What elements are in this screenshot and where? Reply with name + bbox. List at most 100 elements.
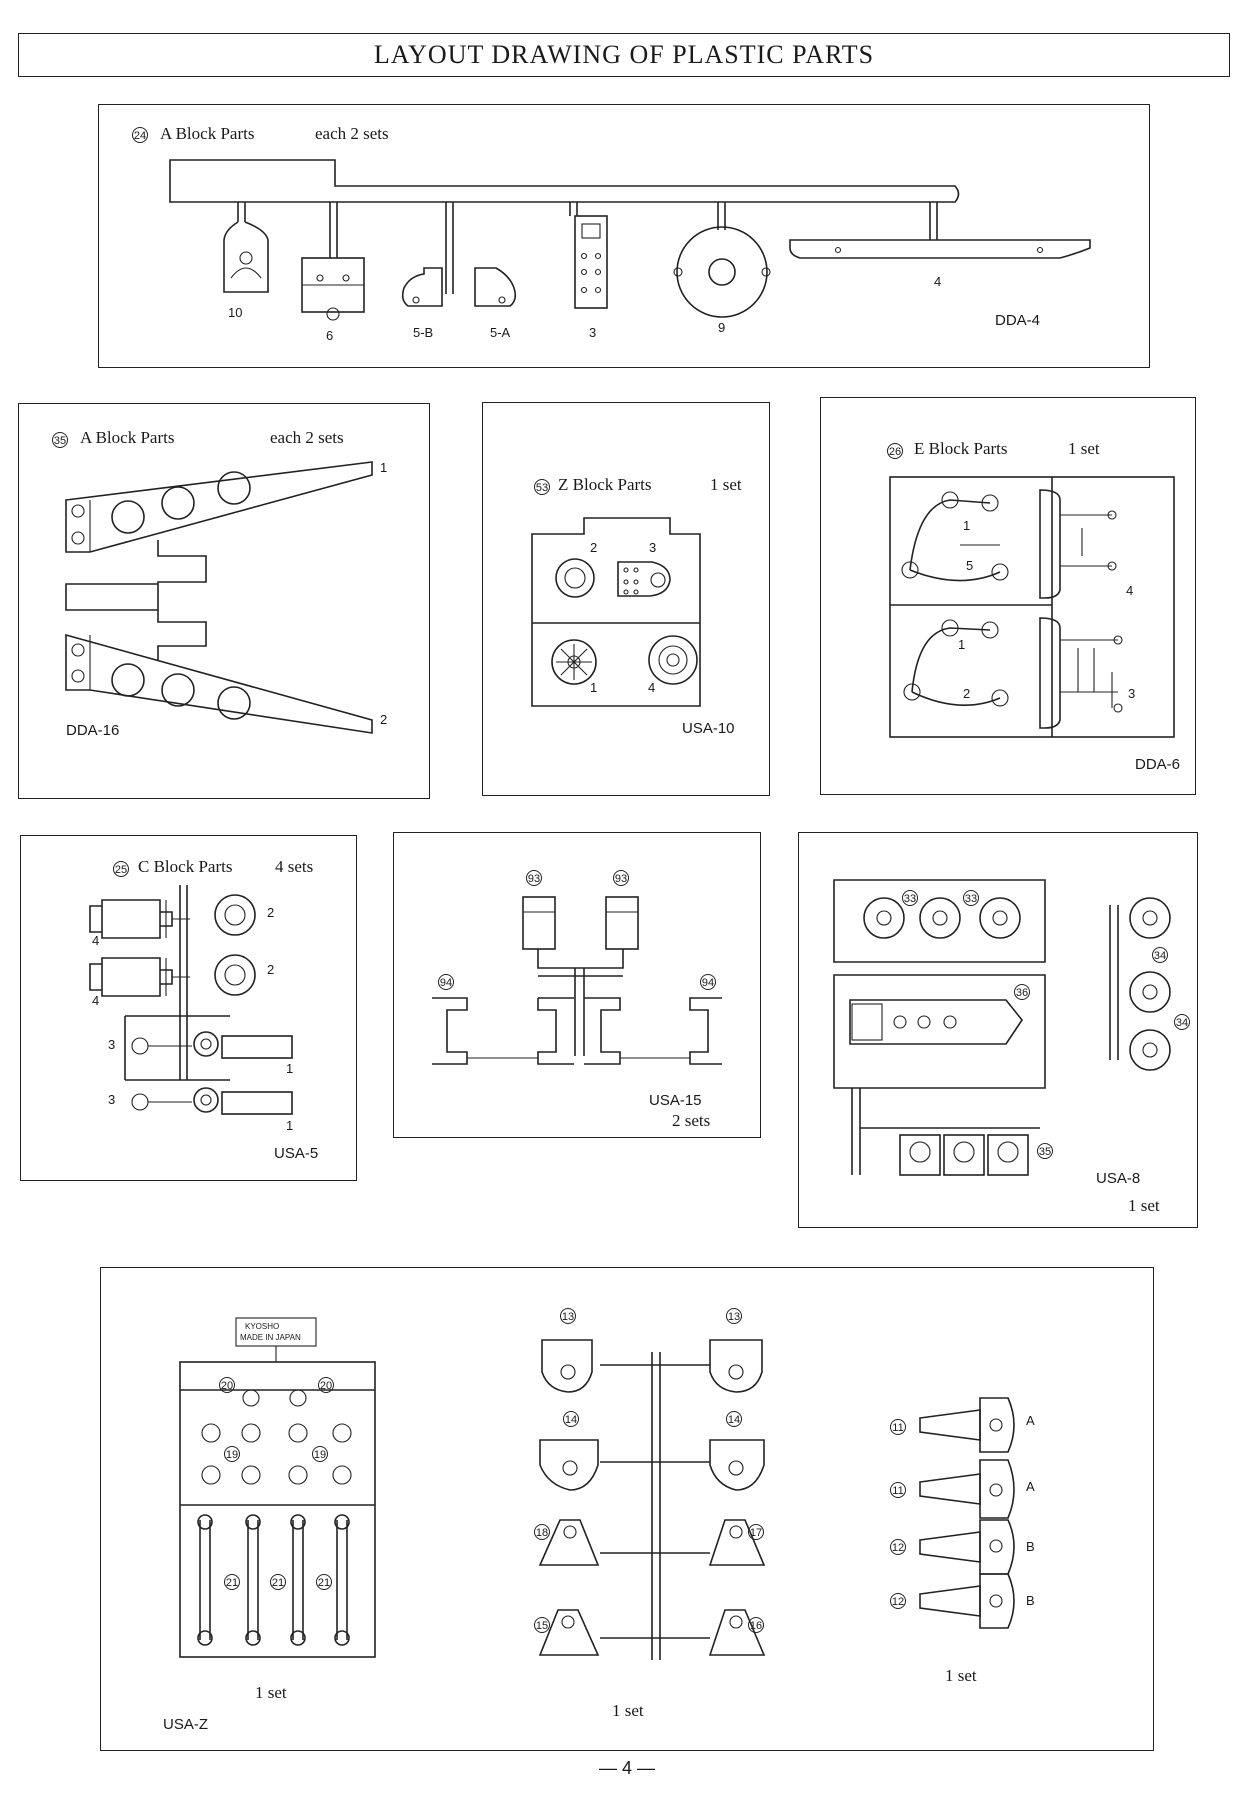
- badge-21-b: 21: [270, 1574, 286, 1590]
- a24-part-10: 10: [228, 305, 243, 320]
- e26-qty: 1 set: [1068, 439, 1100, 458]
- usaz-letter-b2: B: [1026, 1593, 1035, 1608]
- badge-13-left: 13: [560, 1308, 576, 1324]
- z53-qty: 1 set: [710, 475, 742, 494]
- usa15-code: USA-15: [649, 1092, 702, 1109]
- e26-part-1a: 1: [963, 518, 971, 533]
- badge-94-right: 94: [700, 974, 716, 990]
- panel-c-block-25: [20, 835, 357, 1181]
- z53-part-4: 4: [648, 680, 656, 695]
- a24-code: DDA-4: [995, 312, 1041, 329]
- a24-part-6: 6: [326, 328, 334, 343]
- badge-17: 17: [748, 1524, 764, 1540]
- c25-qty: 4 sets: [275, 857, 314, 876]
- c25-code: USA-5: [274, 1145, 319, 1162]
- badge-53: 53: [534, 479, 550, 495]
- e26-part-2: 2: [963, 686, 971, 701]
- badge-93-left: 93: [526, 870, 542, 886]
- badge-12-b: 12: [890, 1593, 906, 1609]
- e26-name: E Block Parts: [914, 439, 1008, 458]
- z53-part-3: 3: [649, 540, 657, 555]
- page-title: LAYOUT DRAWING OF PLASTIC PARTS: [18, 33, 1230, 77]
- badge-11-a: 11: [890, 1419, 906, 1435]
- a35-qty: each 2 sets: [270, 428, 344, 447]
- usaz-stamp-1: KYOSHO: [245, 1322, 280, 1331]
- badge-20-left: 20: [219, 1377, 235, 1393]
- badge-34-bottom: 34: [1174, 1014, 1190, 1030]
- a24-qty: each 2 sets: [315, 124, 389, 143]
- usa15-qty: 2 sets: [672, 1111, 711, 1130]
- a35-name: A Block Parts: [80, 428, 175, 447]
- z53-name: Z Block Parts: [558, 475, 652, 494]
- badge-19-left: 19: [224, 1446, 240, 1462]
- c25-part-2b: 2: [267, 962, 275, 977]
- badge-26: 26: [887, 443, 903, 459]
- z53-part-1: 1: [590, 680, 598, 695]
- badge-25: 25: [113, 861, 129, 877]
- usaz-qty-left: 1 set: [255, 1683, 287, 1702]
- c25-part-3b: 3: [108, 1092, 116, 1107]
- badge-24: 24: [132, 127, 148, 143]
- z53-part-2: 2: [590, 540, 598, 555]
- e26-part-5: 5: [966, 558, 974, 573]
- c25-part-2a: 2: [267, 905, 275, 920]
- badge-21-a: 21: [224, 1574, 240, 1590]
- panel-usa-15: [393, 832, 761, 1138]
- badge-21-c: 21: [316, 1574, 332, 1590]
- z53-code: USA-10: [682, 720, 735, 737]
- panel-usa-z: [100, 1267, 1154, 1751]
- badge-36: 36: [1014, 984, 1030, 1000]
- badge-15: 15: [534, 1617, 550, 1633]
- usaz-code: USA-Z: [163, 1716, 208, 1733]
- badge-11-b: 11: [890, 1482, 906, 1498]
- c25-part-1b: 1: [286, 1118, 294, 1133]
- a35-part-1: 1: [380, 460, 388, 475]
- c25-part-4b: 4: [92, 993, 100, 1008]
- usaz-letter-a2: A: [1026, 1479, 1035, 1494]
- badge-19-right: 19: [312, 1446, 328, 1462]
- usaz-qty-mid: 1 set: [612, 1701, 644, 1720]
- c25-part-4a: 4: [92, 933, 100, 948]
- badge-94-left: 94: [438, 974, 454, 990]
- panel-z-block-53: [482, 402, 770, 796]
- badge-13-right: 13: [726, 1308, 742, 1324]
- panel-usa-8: [798, 832, 1198, 1228]
- page-number: — 4 —: [598, 1758, 655, 1778]
- badge-33-right: 33: [963, 890, 979, 906]
- a24-part-5b: 5-B: [413, 325, 434, 340]
- e26-part-3: 3: [1128, 686, 1136, 701]
- panel-a-block-24: [98, 104, 1150, 368]
- badge-14-right: 14: [726, 1411, 742, 1427]
- usaz-letter-b1: B: [1026, 1539, 1035, 1554]
- badge-35-usa8: 35: [1037, 1143, 1053, 1159]
- e26-part-1b: 1: [958, 637, 966, 652]
- e26-part-4: 4: [1126, 583, 1134, 598]
- a35-code: DDA-16: [66, 722, 120, 739]
- badge-14-left: 14: [563, 1411, 579, 1427]
- usa8-qty: 1 set: [1128, 1196, 1160, 1215]
- usaz-qty-right: 1 set: [945, 1666, 977, 1685]
- c25-part-3a: 3: [108, 1037, 116, 1052]
- usaz-stamp-2: MADE IN JAPAN: [240, 1333, 301, 1342]
- badge-12-a: 12: [890, 1539, 906, 1555]
- badge-34-top: 34: [1152, 947, 1168, 963]
- c25-part-1a: 1: [286, 1061, 294, 1076]
- badge-20-right: 20: [318, 1377, 334, 1393]
- usaz-letter-a1: A: [1026, 1413, 1035, 1428]
- c25-name: C Block Parts: [138, 857, 233, 876]
- a24-part-5a: 5-A: [490, 325, 511, 340]
- usa8-code: USA-8: [1096, 1170, 1141, 1187]
- panel-a-block-35: [18, 403, 430, 799]
- a24-part-4: 4: [934, 274, 942, 289]
- a24-part-3: 3: [589, 325, 597, 340]
- a24-part-9: 9: [718, 320, 726, 335]
- badge-93-right: 93: [613, 870, 629, 886]
- a35-part-2: 2: [380, 712, 388, 727]
